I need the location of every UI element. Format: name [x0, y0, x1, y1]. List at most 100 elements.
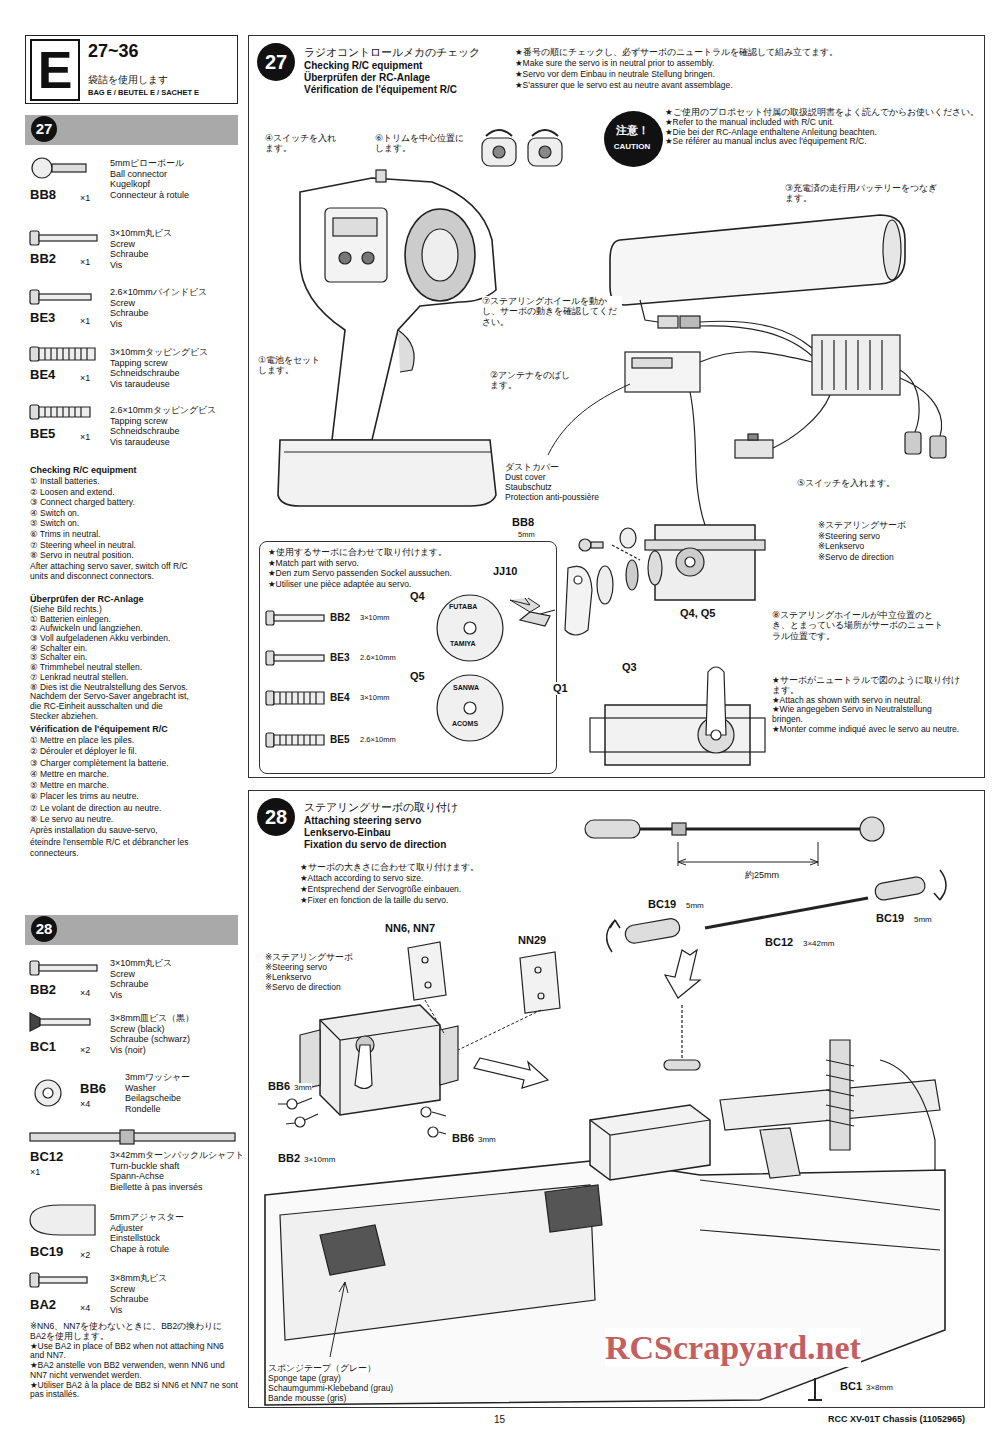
label-group: BC19	[30, 1245, 63, 1260]
node-text: Fixation du servo de direction	[304, 839, 446, 851]
label-group: BB2	[30, 252, 56, 267]
label: NN6, NN7	[385, 922, 435, 935]
label-group: 3×10mm	[304, 1155, 335, 1164]
label: ⑧ Servo in neutral position.	[30, 550, 134, 561]
label: ★ご使用のプロポセット付属の取扱説明書をよく読んでからお使いください。	[665, 108, 980, 118]
label: ※Lenkservo	[265, 972, 311, 982]
label-group: 3×10mm丸ビスScrewSchraubeVis	[110, 228, 172, 270]
label-group: BE5	[30, 427, 55, 442]
label-group: 約25mm	[745, 870, 779, 880]
label: Q4	[410, 590, 425, 603]
label-group: BB8	[30, 188, 56, 203]
label-group: ×2	[80, 1045, 90, 1055]
label-group: ×4	[80, 1099, 90, 1109]
label-group: ×1	[80, 432, 90, 442]
label-group: 5mm	[914, 915, 932, 924]
node-text: ステアリングサーボの取り付け	[304, 801, 458, 813]
label-group: ※NN6、NN7を使わないときに、BB2の換わりにBA2を使用します。★Use …	[30, 1322, 238, 1400]
label-group: ★ご使用のプロポセット付属の取扱説明書をよく読んでからお使いください。★Refe…	[665, 108, 980, 147]
label-group: ×4	[80, 988, 90, 998]
label: ★Monter comme indiqué avec le servo au n…	[772, 725, 962, 735]
label-group: RCC XV-01T Chassis (11052965)	[828, 1414, 965, 1424]
label: 5mm	[914, 915, 932, 924]
label: ⑥ Placer les trims au neutre.	[30, 791, 139, 802]
label: ⑤ Schalter ein.	[30, 653, 87, 663]
label: BE4	[330, 692, 349, 704]
label-group: ⑤スイッチを入れます。	[797, 478, 947, 488]
label: ×2	[80, 1045, 90, 1055]
label: ★Attach according to servo size.	[300, 873, 423, 884]
label: Kugelkopf	[110, 179, 150, 190]
label: Vis taraudeuse	[110, 437, 170, 448]
label-group: NN6, NN7	[385, 922, 435, 935]
node-text: 27	[257, 43, 295, 81]
label: 2.6×10mmバインドビス	[110, 287, 207, 298]
label: ACOMS	[452, 720, 478, 728]
label: ★サーボの大きさに合わせて取り付けます。	[300, 862, 479, 873]
label: ④ Mettre en marche.	[30, 769, 109, 780]
label: ① Batterien einlegen.	[30, 615, 111, 625]
label: Schneidschraube	[110, 426, 180, 437]
label: Vis	[110, 1305, 122, 1316]
label: ⑦ Le volant de direction au neutre.	[30, 803, 161, 814]
label: 3×10mm	[360, 694, 389, 703]
label: RCC XV-01T Chassis (11052965)	[828, 1414, 965, 1424]
label-group: ⑥トリムを中心位置にします。	[375, 133, 470, 154]
label: ★Se référer au manual inclus avec l'équi…	[665, 137, 980, 147]
label-group: ②アンテナをのばします。	[490, 370, 575, 391]
label-group: Q5	[410, 670, 425, 683]
label: FUTABA	[449, 603, 477, 611]
label: ×4	[80, 1303, 90, 1313]
label: Tapping screw	[110, 358, 168, 369]
label: BC1	[840, 1380, 862, 1393]
label-group: ★サーボがニュートラルで図のように取り付けます。★Attach as shown…	[772, 676, 962, 735]
label: ★Utiliser BA2 à la place de BB2 si NN6 e…	[30, 1381, 238, 1401]
label: Biellette à pas inversés	[110, 1182, 203, 1193]
label-group: BA2	[30, 1298, 56, 1313]
node-text: 注意！	[604, 124, 660, 137]
label: After attaching servo saver, switch off …	[30, 561, 188, 572]
label-group: 5mm	[686, 901, 704, 910]
label: ④ Switch on.	[30, 508, 79, 519]
label-group: BC12	[765, 936, 793, 949]
step-band: 28	[25, 915, 238, 945]
label: éteindre l'ensemble R/C et débrancher le…	[30, 837, 189, 848]
label-group: NN29	[518, 934, 546, 947]
step-band: 27	[25, 115, 238, 145]
label: Screw	[110, 1284, 135, 1295]
label: ① Mettre en place les piles.	[30, 735, 134, 746]
node-text: ★Utiliser une pièce adaptée au servo.	[268, 580, 411, 590]
label: BB8	[512, 516, 534, 529]
node-text: CAUTION	[604, 142, 660, 151]
label: ②アンテナをのばします。	[490, 370, 575, 391]
label: 5mm	[518, 531, 535, 540]
label-group: ⑦ステアリングホイールを動かし、サーボの動きを確認してください。	[482, 296, 622, 327]
label: Q1	[553, 682, 568, 695]
label: Stecker abziehen.	[30, 712, 98, 722]
label-group: ④スイッチを入れます。	[265, 133, 345, 154]
label: ⑦ Lenkrad neutral stellen.	[30, 673, 128, 683]
label: ★Servo vor dem Einbau in neutrale Stellu…	[515, 69, 715, 80]
label: Vis	[110, 260, 122, 271]
label: ×1	[80, 257, 90, 267]
node-text: 27	[31, 116, 57, 142]
label: Einstellstück	[110, 1233, 160, 1244]
label: ※ステアリングサーボ	[818, 520, 906, 531]
label: 2.6×10mm	[360, 736, 396, 745]
label: ② Loosen and extend.	[30, 487, 115, 498]
label: ×1	[80, 373, 90, 383]
label-group: ダストカバーDust coverStaubschutzProtection an…	[505, 462, 599, 502]
label-group: 2.6×10mm	[360, 736, 396, 745]
node-text: ★使用するサーボに合わせて取り付けます。	[268, 548, 447, 558]
label: ④スイッチを入れます。	[265, 133, 345, 154]
section-header: E27~36袋詰を使用しますBAG E / BEUTEL E / SACHET …	[25, 35, 238, 104]
label: BE3	[330, 652, 349, 664]
label-group: Q1	[553, 682, 568, 695]
label: Vis	[110, 990, 122, 1001]
label: Vis (noir)	[110, 1045, 146, 1056]
label: ③ Charger complètement la batterie.	[30, 758, 169, 769]
label-group: スポンジテープ（グレー）Sponge tape (gray)Schaumgumm…	[268, 1363, 393, 1403]
label: 3×42mmターンバックルシャフト	[110, 1150, 244, 1161]
label-group: BC1	[840, 1380, 862, 1393]
